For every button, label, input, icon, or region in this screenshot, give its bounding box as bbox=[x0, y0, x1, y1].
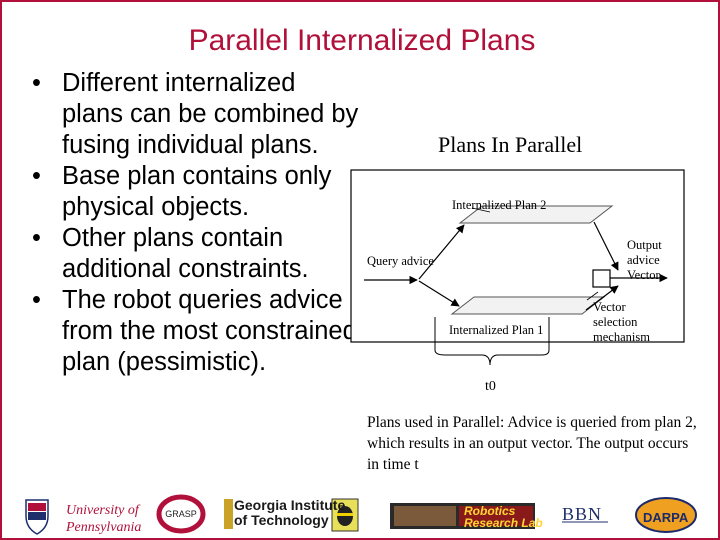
vector-label-line3: mechanism bbox=[593, 330, 650, 344]
georgia-tech-wordmark: Georgia Institute of Technology bbox=[234, 498, 345, 528]
bullet-glyph: • bbox=[32, 223, 41, 254]
gt-line2: of Technology bbox=[234, 513, 345, 528]
plan2-label: Internalized Plan 2 bbox=[452, 198, 546, 212]
penn-line1: University of bbox=[66, 502, 141, 519]
plans-diagram: Internalized Plan 2 Internalized Plan 1 … bbox=[342, 122, 720, 412]
output-label-line2: advice bbox=[627, 253, 660, 267]
penn-wordmark: University of Pennsylvania bbox=[66, 502, 141, 536]
bullet-text: Other plans contain additional constrain… bbox=[62, 224, 309, 283]
output-label-line1: Output bbox=[627, 238, 662, 252]
bullet-item: • Other plans contain additional constrai… bbox=[32, 223, 362, 285]
time-label: t0 bbox=[485, 379, 496, 394]
output-label-line3: Vector bbox=[627, 268, 660, 282]
robotics-wordmark: Robotics Research Lab bbox=[464, 505, 543, 529]
penn-line2: Pennsylvania bbox=[66, 519, 141, 536]
penn-shield-icon bbox=[26, 500, 48, 534]
bullet-glyph: • bbox=[32, 161, 41, 192]
bullet-glyph: • bbox=[32, 285, 41, 316]
bullet-item: • Base plan contains only physical object… bbox=[32, 161, 362, 223]
bullet-item: • Different internalized plans can be com… bbox=[32, 68, 362, 161]
vector-selection-box bbox=[593, 270, 610, 287]
bullet-text: The robot queries advice from the most c… bbox=[62, 286, 357, 376]
bullet-glyph: • bbox=[32, 68, 41, 99]
georgia-tech-logo-icon bbox=[224, 499, 233, 529]
bullet-text: Different internalized plans can be comb… bbox=[62, 69, 358, 159]
grasp-wordmark: GRASP bbox=[160, 509, 202, 519]
vector-label-line2: selection bbox=[593, 315, 638, 329]
gt-line1: Georgia Institute bbox=[234, 498, 345, 513]
figure-caption: Plans used in Parallel: Advice is querie… bbox=[367, 412, 697, 475]
bullet-item: • The robot queries advice from the most … bbox=[32, 285, 362, 378]
bullet-list: • Different internalized plans can be com… bbox=[32, 68, 362, 378]
bbn-wordmark: BBN bbox=[562, 504, 602, 525]
plan1-shape bbox=[452, 297, 604, 314]
slide-title: Parallel Internalized Plans bbox=[2, 24, 720, 58]
robotics-line2: Research Lab bbox=[464, 517, 543, 529]
bullet-text: Base plan contains only physical objects… bbox=[62, 162, 331, 221]
plan1-label: Internalized Plan 1 bbox=[449, 323, 543, 337]
darpa-wordmark: DARPA bbox=[643, 510, 688, 525]
vector-label-line1: Vector bbox=[593, 300, 626, 314]
query-label: Query advice bbox=[367, 254, 434, 268]
